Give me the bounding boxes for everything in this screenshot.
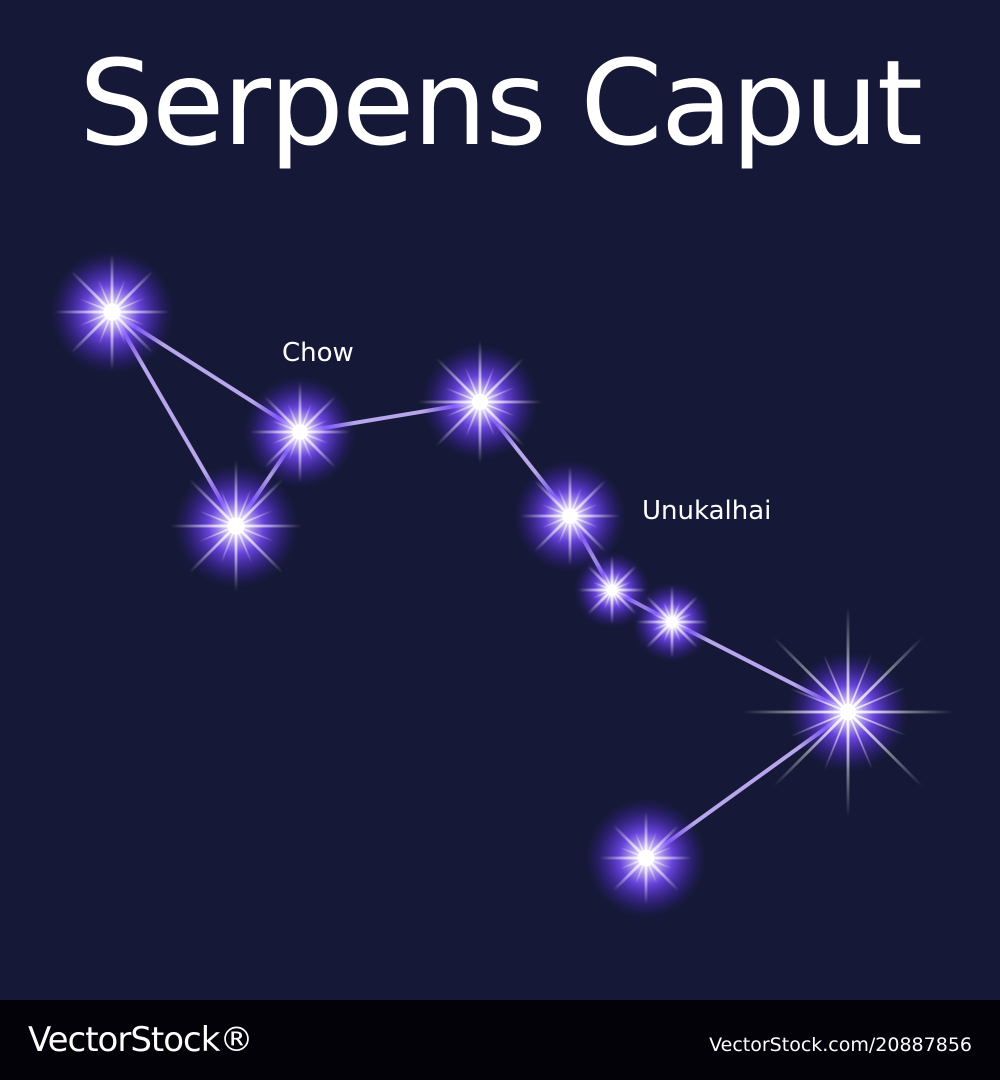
bright-star-icon-s1 (50, 250, 174, 374)
star-icon-chow (244, 376, 356, 488)
bright-star-icon-s3 (170, 460, 302, 592)
star-label-unukalhai: Unukalhai (642, 496, 772, 526)
small-star-icon-s7 (632, 582, 712, 662)
constellation-stars (50, 250, 953, 918)
page-title: Serpens Caput (79, 34, 923, 172)
star-icon-unukalhai (514, 460, 626, 572)
small-star-icon-s6 (574, 552, 650, 628)
brightest-star-icon-s8 (743, 607, 953, 817)
watermark-id: VectorStock.com/20887856 (709, 1034, 972, 1056)
star-icon-s4 (418, 340, 542, 464)
constellation-diagram (50, 250, 953, 918)
star-label-chow: Chow (282, 338, 354, 368)
watermark-logo: VectorStock® (28, 1020, 253, 1060)
star-icon-s9 (586, 798, 706, 918)
watermark-bar: VectorStock® VectorStock.com/20887856 (0, 1000, 1000, 1080)
